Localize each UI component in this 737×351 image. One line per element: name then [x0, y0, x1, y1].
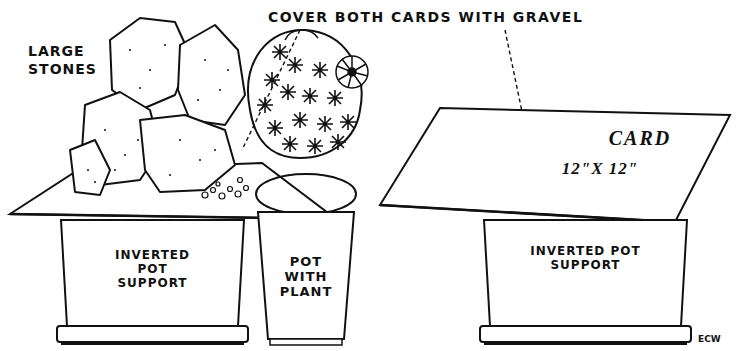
stone-stipple [87, 44, 229, 183]
node-text: CARD [609, 127, 671, 150]
node-text: POT WITH PLANT [266, 254, 346, 299]
inverted-pot-support: INVERTED POT SUPPORT [478, 220, 693, 348]
pot-with-plant: POT WITH PLANT [254, 172, 358, 347]
card: CARD 12"X 12" [375, 105, 735, 225]
inverted-pot-support: INVERTED POT SUPPORT [55, 220, 250, 348]
card-outline [375, 105, 735, 225]
part-label: LARGE STONES [28, 42, 108, 78]
plant [248, 30, 368, 158]
artist-initials: ECW [698, 334, 721, 346]
node-text: INVERTED POT SUPPORT [528, 244, 643, 272]
leader-line [242, 30, 300, 150]
note-label: COVER BOTH CARDS WITH GRAVEL [268, 8, 583, 26]
node-text: INVERTED POT SUPPORT [100, 248, 205, 290]
inverted-pot-support-outline [478, 220, 693, 348]
dimension-text: 12"X 12" [562, 159, 638, 179]
